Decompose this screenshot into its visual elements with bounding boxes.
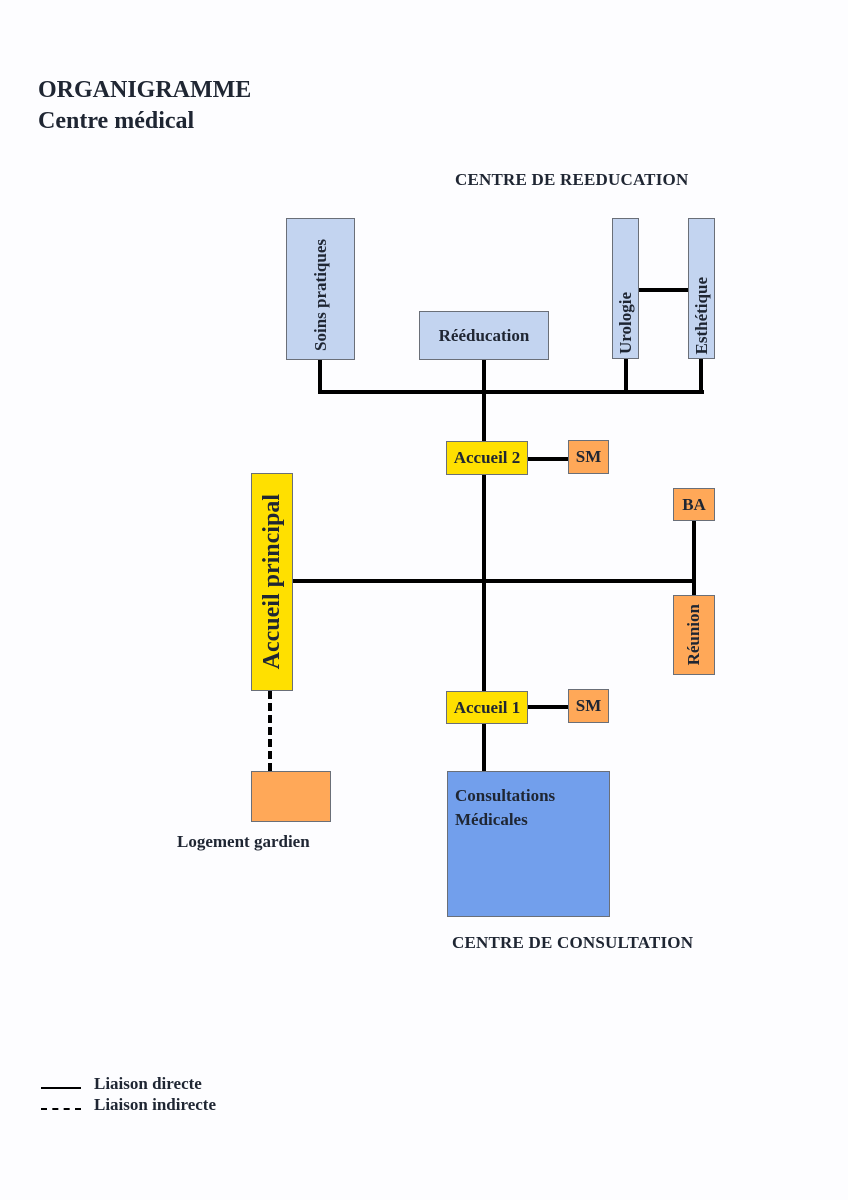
node-accueil-2-label: Accueil 2 — [453, 448, 521, 467]
node-ba: BA — [673, 488, 715, 521]
connector-esthetique — [699, 358, 703, 392]
connector-top-horizontal — [318, 390, 704, 394]
connector-accueil2-accueil1 — [482, 474, 486, 692]
node-reeducation: Rééducation — [419, 311, 549, 360]
node-consultations-medicales: Consultations Médicales — [447, 771, 610, 917]
connector-urologie-esthetique — [638, 288, 689, 292]
node-logement-gardien-label: Logement gardien — [177, 832, 310, 851]
node-consultations-label-line2: Médicales — [455, 810, 528, 829]
node-sm-bottom: SM — [568, 689, 609, 723]
node-consultations-label-line1: Consultations — [455, 786, 556, 805]
legend-indirect-sample — [41, 1108, 81, 1110]
node-reeducation-label: Rééducation — [438, 325, 530, 345]
legend-direct-sample — [41, 1087, 81, 1089]
node-urologie-label: Urologie — [615, 291, 635, 354]
node-ba-label: BA — [682, 494, 706, 514]
node-sm-bottom-label: SM — [575, 696, 602, 715]
connector-accueil1-consultations — [482, 723, 486, 771]
node-soins-pratiques-label: Soins pratiques — [310, 239, 330, 351]
page-subtitle: Centre médical — [38, 108, 195, 134]
node-reunion-label: Réunion — [684, 604, 703, 666]
node-accueil-1: Accueil 1 — [446, 691, 528, 724]
node-sm-top: SM — [568, 440, 609, 474]
connector-ba-reunion — [692, 520, 696, 596]
legend-indirect-label: Liaison indirecte — [94, 1095, 216, 1114]
connector-accueil-logement-indirect — [268, 691, 276, 771]
node-accueil-1-label: Accueil 1 — [453, 697, 521, 717]
node-accueil-principal-label: Accueil principal — [258, 494, 285, 670]
legend-direct-label: Liaison directe — [94, 1074, 202, 1093]
connector-reeducation-accueil2 — [482, 358, 486, 442]
node-accueil-principal: Accueil principal — [251, 473, 293, 691]
node-urologie: Urologie — [612, 218, 639, 359]
node-reunion: Réunion — [673, 595, 715, 675]
node-esthetique-label: Esthétique — [691, 276, 711, 354]
section-label-reeducation: CENTRE DE REEDUCATION — [455, 170, 689, 189]
node-esthetique: Esthétique — [688, 218, 715, 359]
node-sm-top-label: SM — [575, 447, 602, 466]
connector-urologie — [624, 358, 628, 392]
node-logement-gardien — [251, 771, 331, 822]
connector-soins — [318, 360, 322, 393]
node-accueil-2: Accueil 2 — [446, 441, 528, 475]
node-soins-pratiques: Soins pratiques — [286, 218, 355, 360]
page-title: ORGANIGRAMME — [38, 77, 252, 103]
connector-accueil1-sm — [527, 705, 569, 709]
connector-accueil2-sm — [527, 457, 569, 461]
section-label-consultation: CENTRE DE CONSULTATION — [452, 933, 694, 952]
connector-main-horizontal — [292, 579, 696, 583]
